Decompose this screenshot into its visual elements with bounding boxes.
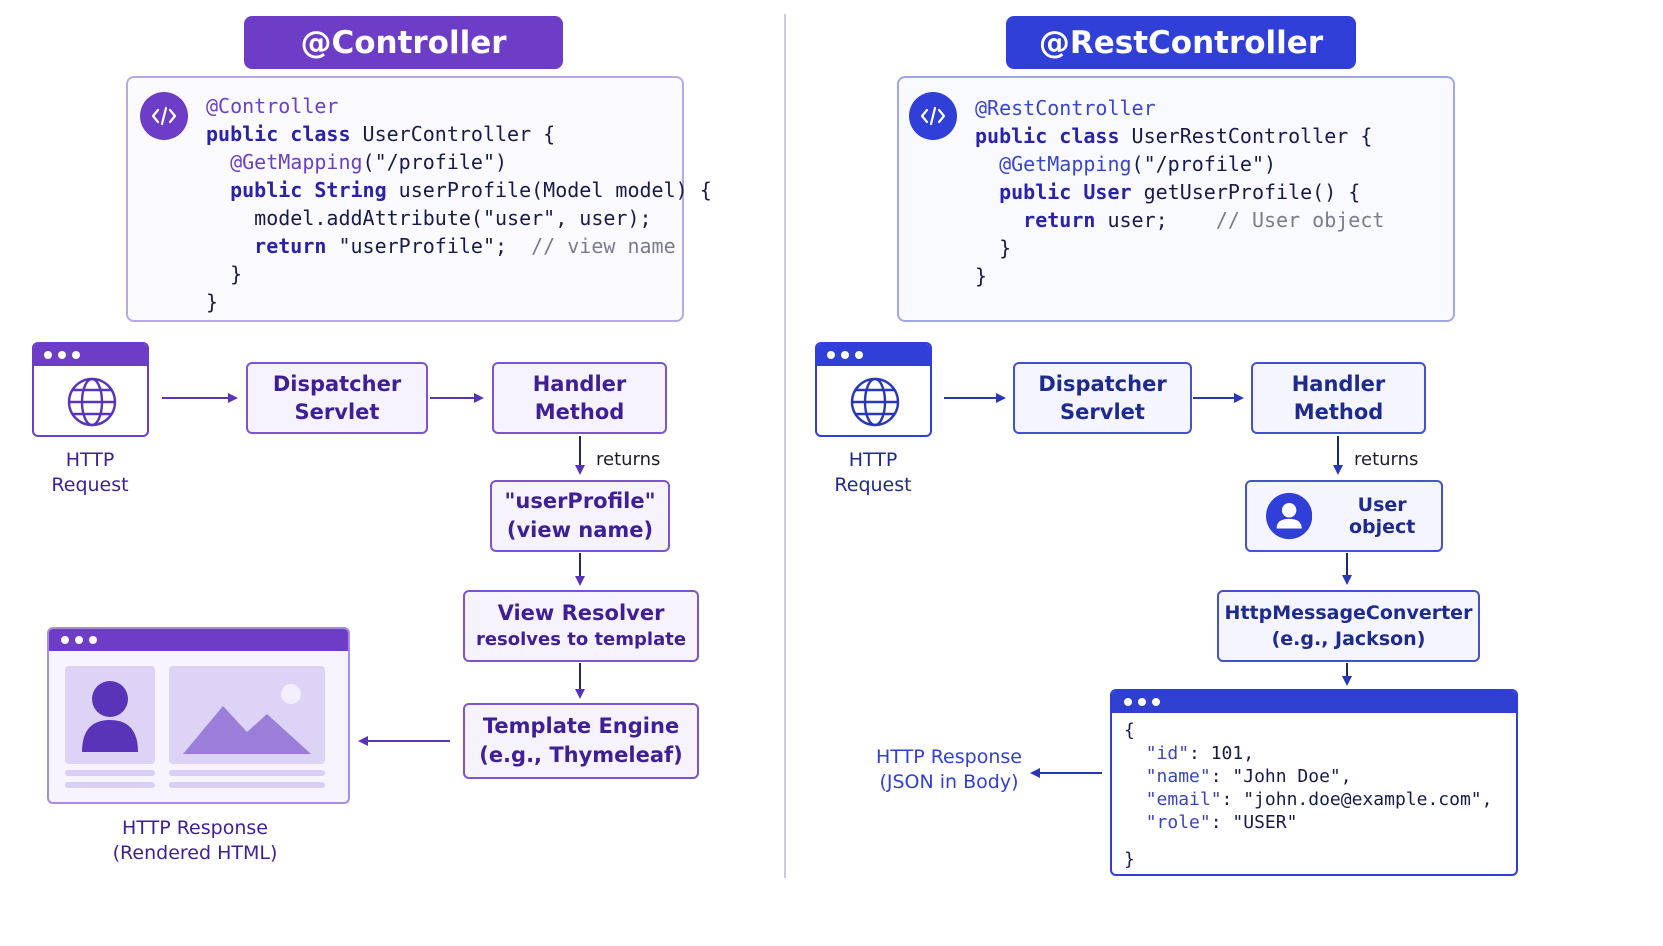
text-line-placeholder <box>65 782 155 788</box>
rendered-html-browser <box>47 627 350 804</box>
user-icon <box>1266 492 1313 540</box>
http-message-converter-node: HttpMessageConverter(e.g., Jackson) <box>1217 590 1480 662</box>
center-divider <box>784 14 786 878</box>
view-name-node: "userProfile"(view name) <box>490 480 670 552</box>
rest-controller-title: @RestController <box>1006 16 1356 69</box>
http-request-browser <box>32 342 149 437</box>
text-line-placeholder <box>65 770 155 776</box>
rest-http-request-browser <box>815 342 932 437</box>
rest-controller-code: @RestController public class UserRestCon… <box>975 96 1385 288</box>
code-icon <box>909 92 957 140</box>
json-body: { "id": 101, "name": "John Doe", "email"… <box>1124 720 1493 833</box>
json-response-panel: { "id": 101, "name": "John Doe", "email"… <box>1110 689 1518 876</box>
user-avatar-icon <box>82 681 138 752</box>
returns-label: returns <box>596 449 661 470</box>
template-engine-node: Template Engine(e.g., Thymeleaf) <box>463 703 699 779</box>
view-resolver-node: View Resolver resolves to template <box>463 590 699 662</box>
rest-http-response-label: HTTP Response(JSON in Body) <box>876 746 1022 793</box>
controller-code: @Controller public class UserController … <box>206 94 712 314</box>
text-line-placeholder <box>169 770 325 776</box>
globe-icon <box>67 377 117 427</box>
json-close-brace: } <box>1124 849 1135 870</box>
text-line-placeholder <box>169 782 325 788</box>
controller-code-card: @Controller public class UserController … <box>126 76 712 322</box>
image-icon <box>183 684 311 754</box>
user-object-node: User object <box>1245 480 1443 552</box>
globe-icon <box>850 377 900 427</box>
code-icon <box>140 92 188 140</box>
rest-returns-label: returns <box>1354 449 1419 470</box>
http-response-label: HTTP Response(Rendered HTML) <box>112 817 278 864</box>
profile-image-placeholder <box>65 666 155 764</box>
rest-controller-code-card: @RestController public class UserRestCon… <box>897 76 1455 322</box>
content-image-placeholder <box>169 666 325 764</box>
controller-title: @Controller <box>244 16 563 69</box>
